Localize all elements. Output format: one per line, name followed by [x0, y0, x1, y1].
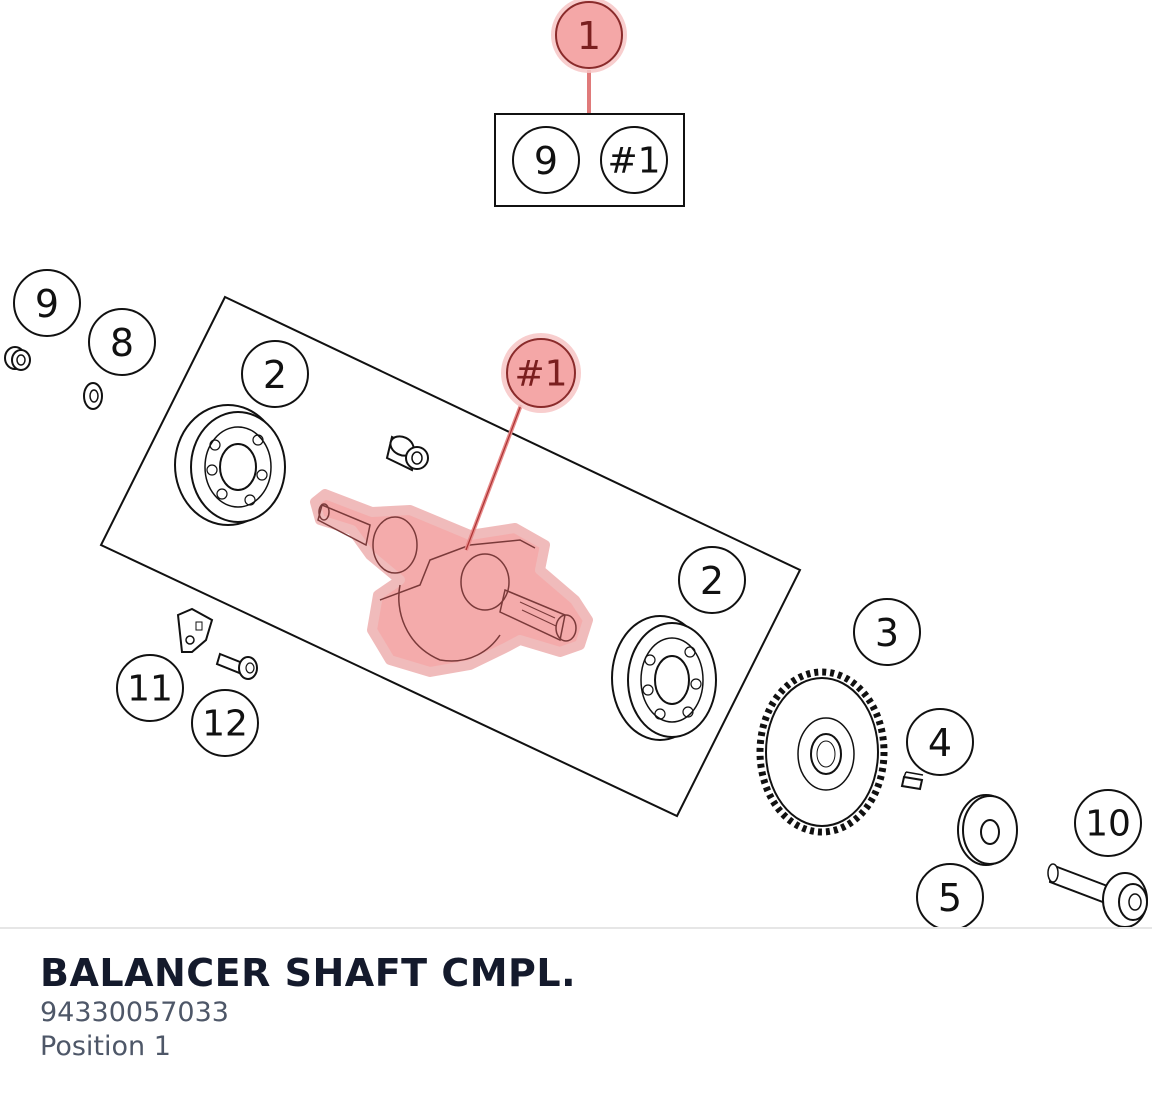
bearing-right[interactable] — [611, 615, 717, 741]
callout-9-label: 9 — [35, 282, 59, 326]
callout-2-right-label: 2 — [700, 559, 724, 603]
woodruff-key[interactable] — [900, 771, 924, 791]
legend-callout-hash1[interactable] — [600, 126, 668, 194]
bolt[interactable] — [1047, 863, 1148, 928]
callout-5-label: 5 — [938, 876, 962, 920]
assembly-frame — [99, 295, 802, 818]
legend-callout-hash1-label: #1 — [607, 141, 660, 182]
callout-3-label: 3 — [875, 611, 899, 655]
gear[interactable] — [756, 668, 888, 836]
divider — [0, 927, 1152, 929]
callout-8-label: 8 — [110, 321, 134, 365]
callout-hash1-highlighted[interactable] — [506, 338, 576, 408]
part-position: Position 1 — [40, 1031, 171, 1062]
bearing-left[interactable] — [174, 404, 286, 526]
nut[interactable] — [4, 346, 31, 371]
callout-11[interactable] — [116, 654, 184, 722]
callout-4-label: 4 — [928, 721, 952, 765]
bushing[interactable] — [385, 433, 429, 472]
part-title: BALANCER SHAFT CMPL. — [40, 951, 577, 995]
callout-8[interactable] — [88, 308, 156, 376]
callouts: 9 8 2 2 3 4 5 10 11 12 — [13, 269, 1142, 928]
callout-9[interactable] — [13, 269, 81, 337]
bracket[interactable] — [176, 607, 214, 653]
callout-2-left-label: 2 — [263, 353, 287, 397]
callout-3[interactable] — [853, 598, 921, 666]
screw[interactable] — [215, 652, 258, 680]
exploded-parts-diagram: 1 9 #1 — [4, 0, 1148, 928]
callout-1-label: 1 — [577, 14, 601, 58]
callout-12[interactable] — [191, 689, 259, 757]
callout-2-left[interactable] — [241, 340, 309, 408]
legend-callout-9[interactable] — [512, 126, 580, 194]
washer[interactable] — [957, 794, 1018, 866]
callout-11-label: 11 — [127, 669, 173, 710]
callout-12-label: 12 — [202, 704, 248, 745]
callout-4[interactable] — [906, 708, 974, 776]
legend-callout-9-label: 9 — [534, 139, 558, 183]
callout-1-highlighted[interactable] — [555, 1, 623, 69]
small-washer[interactable] — [83, 382, 103, 410]
callout-10[interactable] — [1074, 789, 1142, 857]
callout-5[interactable] — [916, 863, 984, 928]
callout-2-right[interactable] — [678, 546, 746, 614]
top-callout-group: 1 9 #1 — [494, 0, 685, 207]
callout-hash1-label: #1 — [514, 354, 567, 395]
part-info-panel: BALANCER SHAFT CMPL. 94330057033 Positio… — [40, 950, 1120, 1064]
callout-10-label: 10 — [1085, 804, 1131, 845]
part-number: 94330057033 — [40, 997, 229, 1028]
balancer-shaft-highlighted[interactable] — [310, 489, 593, 677]
